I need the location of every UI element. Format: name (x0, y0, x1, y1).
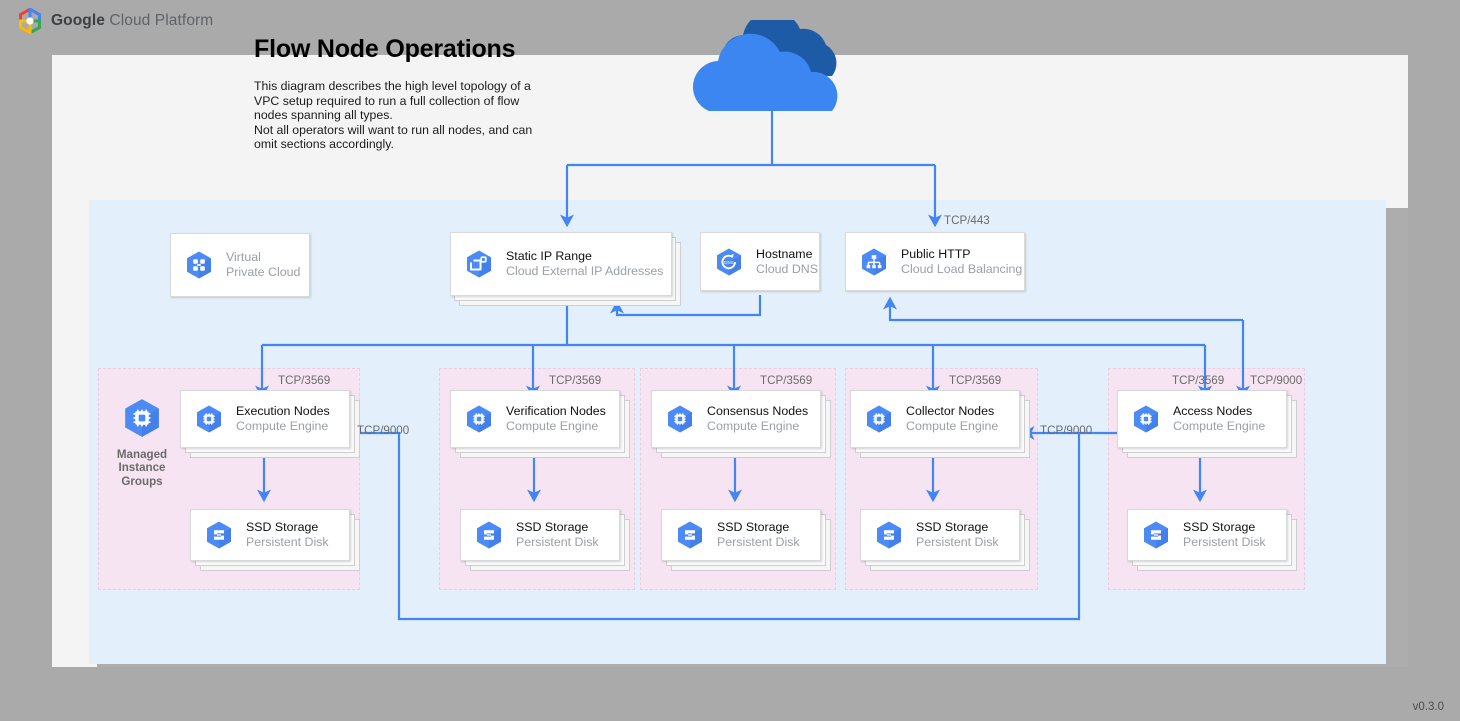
card-subtitle: Cloud External IP Addresses (506, 264, 664, 278)
vpc-region-shadow-right (1386, 208, 1408, 667)
card-execution-nodes[interactable]: Execution Nodes Compute Engine (180, 390, 350, 448)
compute-engine-icon (1134, 405, 1158, 433)
port-label-execution-feedback: TCP/9000 (357, 424, 410, 437)
card-subtitle: Compute Engine (506, 419, 599, 433)
card-subtitle: Compute Engine (1173, 419, 1266, 433)
card-collector-storage[interactable]: SSD Storage Persistent Disk (860, 509, 1020, 561)
version-label: v0.3.0 (1412, 701, 1444, 713)
compute-engine-icon (467, 405, 491, 433)
vpc-region-shadow-bottom (97, 664, 1386, 667)
card-access-storage[interactable]: SSD Storage Persistent Disk (1127, 509, 1287, 561)
gcp-branding-bold: Google (51, 12, 105, 29)
card-subtitle: Persistent Disk (516, 535, 599, 549)
card-subtitle: Private Cloud (226, 265, 301, 279)
card-title: Consensus Nodes (707, 404, 809, 419)
card-title: SSD Storage (1183, 520, 1256, 535)
card-subtitle: Persistent Disk (1183, 535, 1266, 549)
compute-engine-icon (668, 405, 692, 433)
gcp-branding-rest: Cloud Platform (105, 12, 214, 29)
card-public-http[interactable]: Public HTTP Cloud Load Balancing (845, 232, 1025, 291)
port-label-access: TCP/3569 (1172, 374, 1225, 387)
card-title: Execution Nodes (236, 404, 330, 419)
card-subtitle: Persistent Disk (246, 535, 329, 549)
port-label-collector-from-access: TCP/9000 (1040, 424, 1093, 437)
card-execution-storage[interactable]: SSD Storage Persistent Disk (190, 509, 350, 561)
card-virtual-private-cloud[interactable]: Virtual Private Cloud (170, 233, 310, 297)
port-label-verification: TCP/3569 (549, 374, 602, 387)
card-static-ip-range[interactable]: Static IP Range Cloud External IP Addres… (450, 232, 672, 296)
gcp-branding: Google Cloud Platform (18, 8, 213, 34)
card-subtitle: Compute Engine (236, 419, 329, 433)
managed-instance-groups-icon (125, 399, 159, 437)
cloud-load-balancing-icon (862, 248, 886, 275)
card-title: SSD Storage (246, 520, 319, 535)
card-title: Virtual (226, 250, 261, 265)
port-label-consensus: TCP/3569 (760, 374, 813, 387)
card-subtitle: Compute Engine (707, 419, 800, 433)
card-title: SSD Storage (516, 520, 589, 535)
port-label-access-extra: TCP/9000 (1250, 374, 1303, 387)
card-subtitle: Persistent Disk (916, 535, 999, 549)
card-access-nodes[interactable]: Access Nodes Compute Engine (1117, 390, 1287, 448)
page-description: This diagram describes the high level to… (254, 79, 533, 152)
card-title: Public HTTP (901, 246, 971, 261)
card-title: Static IP Range (506, 249, 592, 264)
cloud-icon (692, 20, 838, 111)
compute-engine-icon (867, 405, 891, 433)
port-label-execution: TCP/3569 (278, 374, 331, 387)
svg-text:DNS: DNS (724, 260, 734, 265)
persistent-disk-icon (477, 521, 501, 549)
card-hostname[interactable]: DNS Hostname Cloud DNS (700, 232, 820, 291)
card-subtitle: Cloud DNS (756, 261, 818, 276)
persistent-disk-icon (1144, 521, 1168, 549)
persistent-disk-icon (678, 521, 702, 549)
card-subtitle: Compute Engine (906, 419, 999, 433)
card-title: Verification Nodes (506, 404, 606, 419)
card-collector-nodes[interactable]: Collector Nodes Compute Engine (850, 390, 1020, 448)
card-consensus-storage[interactable]: SSD Storage Persistent Disk (661, 509, 821, 561)
port-label-lb-ingress: TCP/443 (944, 214, 990, 227)
port-label-collector: TCP/3569 (949, 374, 1002, 387)
cloud-dns-icon: DNS (717, 248, 741, 275)
card-subtitle: Cloud Load Balancing (901, 261, 1023, 276)
card-title: SSD Storage (717, 520, 790, 535)
persistent-disk-icon (207, 521, 231, 549)
compute-engine-icon (197, 405, 221, 433)
card-consensus-nodes[interactable]: Consensus Nodes Compute Engine (651, 390, 821, 448)
gcp-branding-label: Google Cloud Platform (51, 12, 213, 30)
card-title: SSD Storage (916, 520, 989, 535)
card-title: Access Nodes (1173, 404, 1253, 419)
card-verification-nodes[interactable]: Verification Nodes Compute Engine (450, 390, 620, 448)
virtual-private-cloud-icon (187, 251, 211, 279)
persistent-disk-icon (877, 521, 901, 549)
cloud-external-ip-icon (467, 250, 491, 278)
google-cloud-logo-icon (19, 8, 41, 34)
page-title: Flow Node Operations (254, 35, 516, 63)
managed-instance-groups-label: Managed Instance Groups (116, 448, 168, 488)
card-subtitle: Persistent Disk (717, 535, 800, 549)
managed-instance-groups-badge (121, 397, 163, 444)
card-title: Hostname (756, 246, 813, 261)
card-verification-storage[interactable]: SSD Storage Persistent Disk (460, 509, 620, 561)
card-title: Collector Nodes (906, 404, 995, 419)
